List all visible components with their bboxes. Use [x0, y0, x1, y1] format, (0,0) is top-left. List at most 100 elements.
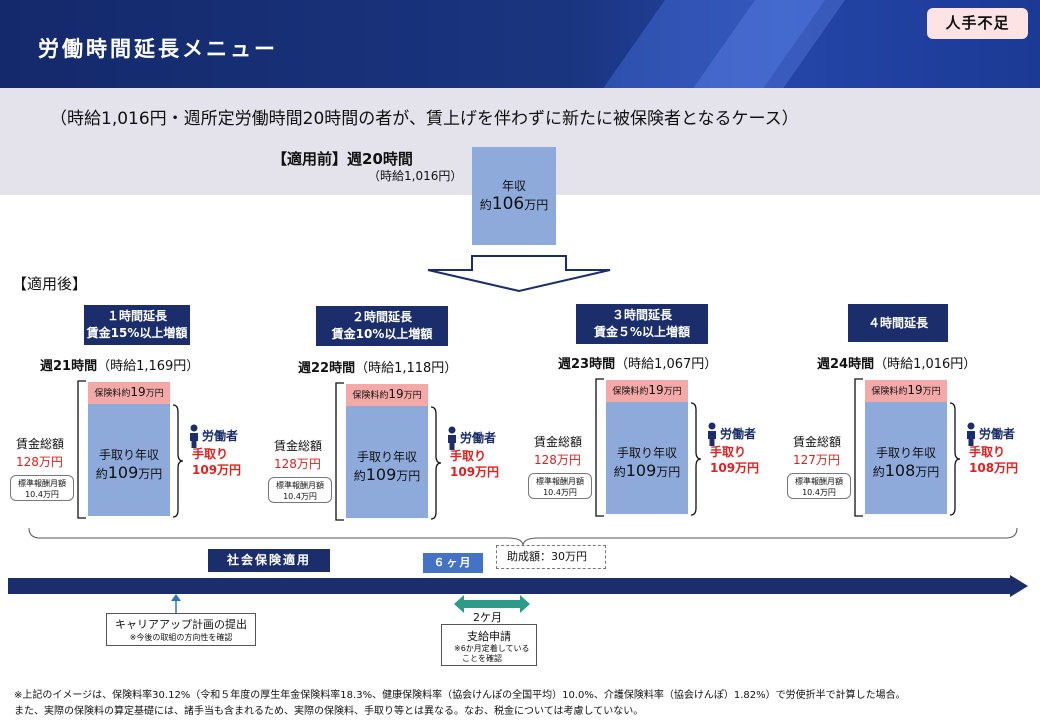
weekly-hours: 週22時間（時給1,118円）: [298, 357, 457, 376]
standard-remuneration-label: 標準報酬月額: [18, 479, 66, 488]
insurance-premium-prefix: 保険料約: [94, 389, 131, 399]
total-wage-bracket: [335, 382, 344, 521]
scenario-header-line1: ４時間延長: [867, 316, 928, 330]
take-home-prefix: 約: [613, 465, 626, 479]
standard-remuneration-value: 10.4万円: [802, 488, 836, 497]
scenario-header: ２時間延長 賃金10%以上増額: [316, 306, 448, 346]
take-home-label: 手取り年収: [875, 446, 936, 460]
scenario-header-line2: 賃金15%以上増額: [86, 326, 188, 340]
hourly-wage: （時給1,118円）: [355, 361, 458, 376]
payment-application-box: 支給申請 ※6か月定着している ことを確認: [441, 624, 537, 666]
take-home-value: 108: [884, 461, 916, 480]
take-home-summary-value: 109万円: [710, 461, 760, 475]
footnote-1: ※上記のイメージは、保険料率30.12%（令和５年度の厚生年金保険料率18.3%…: [14, 690, 906, 701]
worker-label: 労働者: [202, 429, 239, 443]
insurance-premium-prefix: 保険料約: [352, 391, 389, 401]
scenario-header-line2: 賃金５%以上増額: [593, 325, 691, 339]
worker-icon: [708, 422, 716, 446]
take-home-value: 109: [107, 463, 139, 482]
take-home-summary-label: 手取り: [969, 445, 1006, 459]
insurance-premium-value: 19: [130, 385, 146, 399]
before-box-unit: 万円: [524, 198, 549, 212]
insurance-premium-box: 保険料約19万円: [346, 384, 428, 406]
scenario-header-line2: 賃金10%以上増額: [331, 327, 433, 341]
total-wage-label: 賃金総額: [534, 435, 583, 449]
total-wage-value: 128万円: [534, 453, 581, 467]
standard-monthly-remuneration: 標準報酬月額 10.4万円: [787, 473, 851, 499]
career-plan-title: キャリアアップ計画の提出: [115, 618, 247, 631]
worker-icon: [967, 422, 975, 446]
weekly-hours-value: 週22時間: [298, 361, 356, 376]
hourly-wage: （時給1,016円）: [874, 357, 977, 372]
standard-remuneration-label: 標準報酬月額: [276, 481, 324, 490]
take-home-value: 109: [365, 465, 397, 484]
insurance-premium-value: 19: [648, 383, 664, 397]
two-months-label: 2ケ月: [473, 611, 502, 624]
standard-remuneration-value: 10.4万円: [543, 488, 577, 497]
worker-label: 労働者: [720, 427, 757, 441]
take-home-label: 手取り年収: [98, 448, 159, 462]
take-home-bracket: [172, 404, 184, 518]
total-wage-value: 128万円: [16, 455, 63, 469]
weekly-hours: 週23時間（時給1,067円）: [558, 353, 717, 372]
case-description: （時給1,016円・週所定労働時間20時間の者が、賃上げを伴わずに新たに被保険者…: [50, 109, 799, 129]
take-home-prefix: 約: [872, 465, 885, 479]
scenario-header-line1: ２時間延長: [351, 310, 412, 324]
insurance-premium-box: 保険料約19万円: [606, 380, 688, 402]
take-home-prefix: 約: [353, 469, 366, 483]
take-home-prefix: 約: [95, 467, 108, 481]
before-box-prefix: 約: [479, 198, 492, 212]
take-home-summary: 手取り 109万円: [710, 444, 759, 476]
standard-monthly-remuneration: 標準報酬月額 10.4万円: [10, 475, 74, 501]
before-income-box: 年収 約106万円: [472, 147, 556, 245]
hourly-wage: （時給1,169円）: [97, 359, 200, 374]
insurance-premium-value: 19: [388, 387, 404, 401]
take-home-value: 109: [625, 461, 657, 480]
take-home-summary-label: 手取り: [710, 445, 747, 459]
take-home-box: 手取り年収 約109万円: [346, 406, 428, 518]
take-home-summary-label: 手取り: [192, 447, 229, 461]
total-wage-bracket: [854, 378, 863, 517]
before-box-label: 年収: [501, 179, 526, 193]
insurance-premium-unit: 万円: [922, 387, 941, 397]
weekly-hours-value: 週23時間: [558, 357, 616, 372]
standard-remuneration-label: 標準報酬月額: [536, 477, 584, 486]
two-month-arrow-icon: [454, 595, 530, 613]
weekly-hours-value: 週24時間: [817, 357, 875, 372]
total-wage-value: 128万円: [274, 457, 321, 471]
take-home-summary-value: 109万円: [450, 465, 500, 479]
take-home-label: 手取り年収: [356, 450, 417, 464]
take-home-summary-label: 手取り: [450, 449, 487, 463]
total-wage-label: 賃金総額: [793, 435, 842, 449]
insurance-premium-unit: 万円: [663, 387, 682, 397]
scenario-bracket: [28, 528, 1018, 546]
before-label: 【適用前】週20時間: [272, 150, 413, 168]
take-home-unit: 万円: [915, 465, 940, 479]
career-plan-note: ※今後の取組の方向性を確認: [129, 633, 233, 642]
take-home-summary-value: 109万円: [192, 463, 242, 477]
worker-icon: [448, 426, 456, 450]
take-home-unit: 万円: [138, 467, 163, 481]
before-hourly: （時給1,016円）: [368, 169, 463, 183]
take-home-box: 手取り年収 約109万円: [88, 404, 170, 516]
total-wage-bracket: [77, 380, 86, 519]
standard-monthly-remuneration: 標準報酬月額 10.4万円: [268, 477, 332, 503]
before-box-value: 106: [491, 194, 525, 214]
take-home-summary: 手取り 108万円: [969, 444, 1018, 476]
header-banner: [0, 0, 1040, 88]
take-home-bracket: [430, 406, 442, 520]
insurance-premium-prefix: 保険料約: [612, 387, 649, 397]
timeline-bar: [8, 578, 1014, 594]
take-home-bracket: [949, 402, 961, 516]
take-home-unit: 万円: [396, 469, 421, 483]
weekly-hours: 週24時間（時給1,016円）: [817, 353, 976, 372]
weekly-hours: 週21時間（時給1,169円）: [40, 355, 199, 374]
take-home-summary-value: 108万円: [969, 461, 1019, 475]
category-badge: 人手不足: [927, 8, 1028, 39]
insurance-premium-box: 保険料約19万円: [865, 380, 947, 402]
payment-application-note2: ことを確認: [462, 654, 502, 663]
take-home-box: 手取り年収 約108万円: [865, 402, 947, 514]
footnote-2: また、実際の保険料の算定基礎には、諸手当も含まれるため、実際の保険料、手取り等と…: [14, 706, 644, 717]
worker-label: 労働者: [460, 431, 497, 445]
take-home-summary: 手取り 109万円: [192, 446, 241, 478]
